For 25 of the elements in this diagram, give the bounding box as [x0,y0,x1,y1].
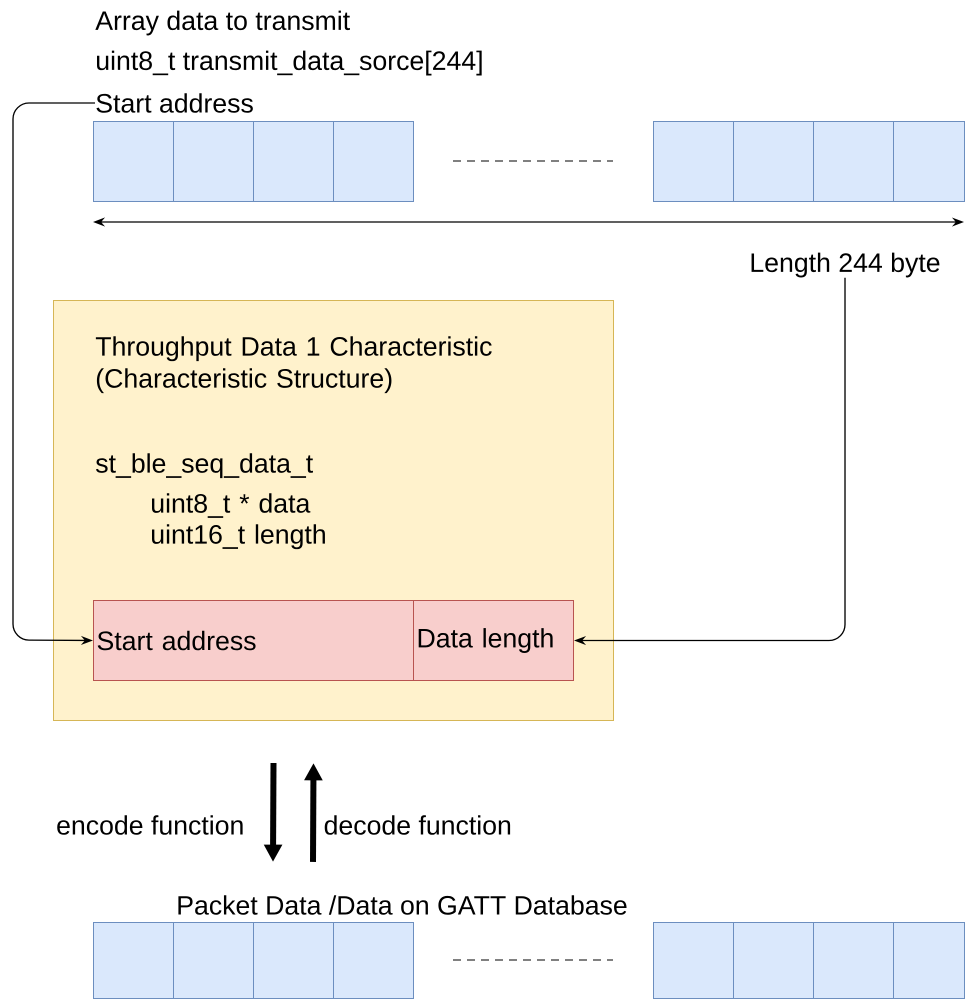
array-cell [253,121,334,202]
label-text: Start address [96,93,253,113]
array-cell [333,121,414,202]
array-cell [173,121,254,202]
array-cell [93,922,174,999]
array-cell [733,121,814,202]
array-cell [93,121,174,202]
field-cell: Data length [413,600,574,681]
array-cell [253,922,334,999]
array-cell [813,121,894,202]
label-text: Length 244 byte [752,252,940,278]
field-cell: Start address [93,600,414,681]
caption-text: uint8_t transmit_data_sorce[244] [97,50,482,76]
array-cell [893,121,965,202]
label-text: Packet Data /Data on GATT Database [178,895,627,915]
array-cell [653,922,734,999]
edge-label: encode function [54,814,246,836]
edge-label: decode function [322,814,514,836]
array-cell [653,121,734,202]
array-cell [893,922,965,999]
array-cell [173,922,254,999]
array-cell [333,922,414,999]
array-cell [813,922,894,999]
array-cell [733,922,814,999]
caption-text: Array data to transmit [95,10,350,36]
